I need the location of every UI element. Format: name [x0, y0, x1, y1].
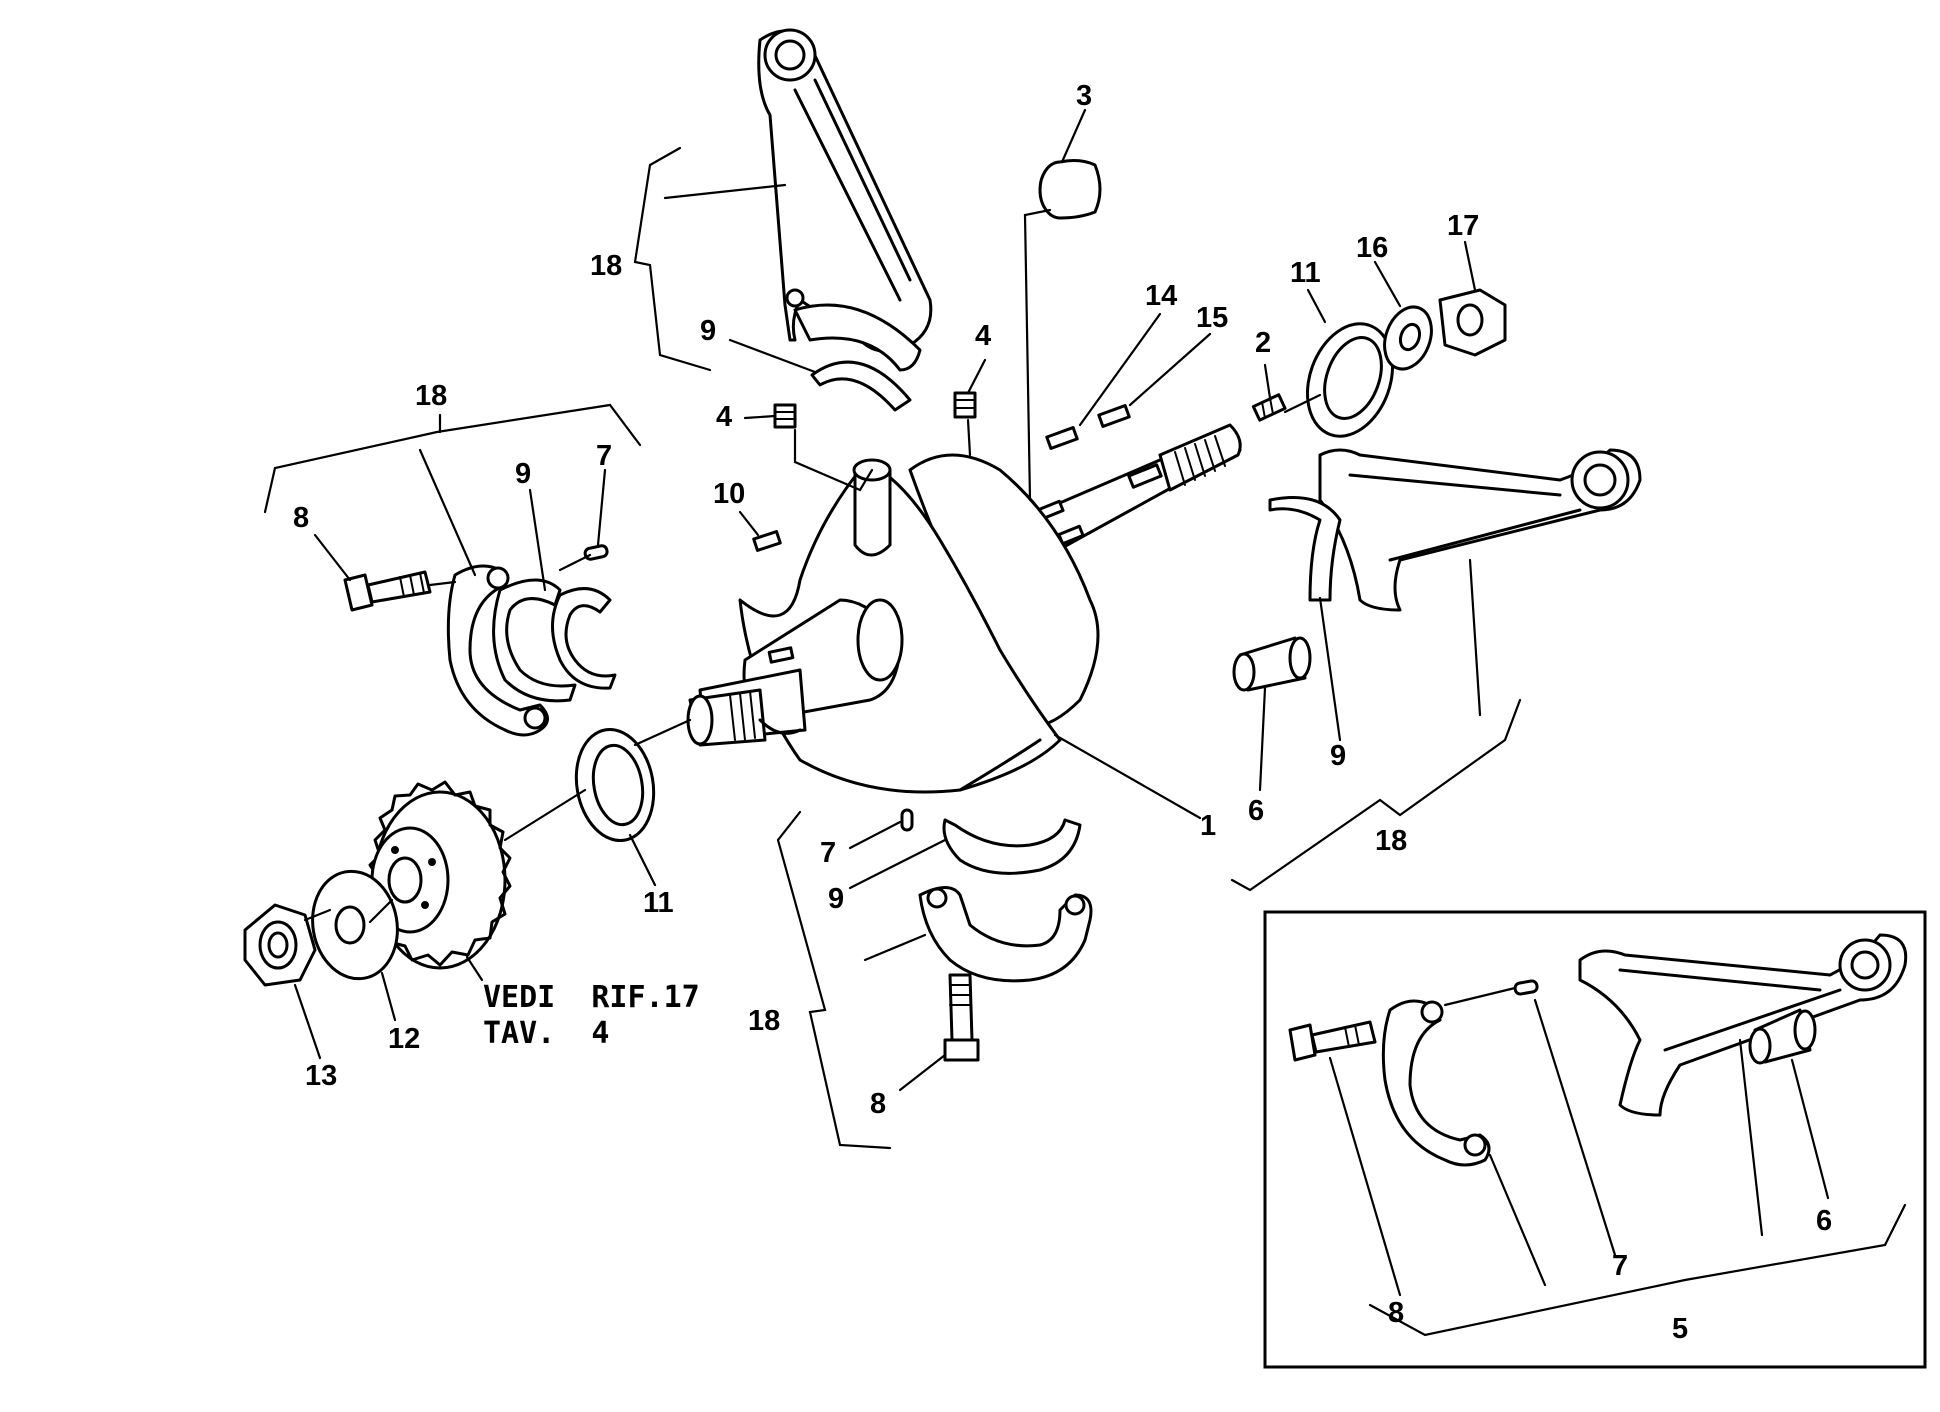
label-15: 15: [1196, 302, 1228, 334]
washer-11-right: [1305, 322, 1395, 438]
bolt-left: [343, 570, 432, 612]
label-8-left: 8: [293, 502, 309, 534]
vedi-note-line1: VEDI RIF.17: [483, 980, 700, 1015]
inset-frame: [1263, 910, 1927, 1369]
inset-dowel: [1513, 979, 1539, 996]
bearing-shell-left-a: [492, 578, 577, 703]
nut-17: [1438, 288, 1507, 357]
label-18-top: 18: [590, 250, 622, 282]
nut-13: [243, 903, 317, 987]
label-7-bottom: 7: [820, 837, 836, 869]
label-5-inset: 5: [1672, 1313, 1688, 1345]
label-3: 3: [1076, 80, 1092, 112]
label-13: 13: [305, 1060, 337, 1092]
label-6-inset: 6: [1816, 1205, 1832, 1237]
inset-bolt: [1288, 1020, 1377, 1062]
label-9-left: 9: [515, 458, 531, 490]
part-labels: 1 2 3 4 4 10 14 15 11 16 17 18 9 18 9 7 …: [293, 80, 1832, 1345]
inset-bush: [1748, 1008, 1817, 1065]
washer-11-left: [574, 727, 656, 843]
connecting-rod-top: [757, 28, 933, 372]
inset-connecting-rod: [1578, 933, 1908, 1117]
label-6-right: 6: [1248, 795, 1264, 827]
grub-screw-2: [1251, 393, 1287, 422]
inset-leaders: [1328, 986, 1907, 1337]
label-9-top: 9: [700, 315, 716, 347]
label-7-left: 7: [596, 440, 612, 472]
label-18-right: 18: [1375, 825, 1407, 857]
key-14: [1045, 426, 1079, 450]
washer-12: [311, 869, 399, 981]
plug-3: [1038, 159, 1102, 220]
washer-16: [1383, 305, 1433, 371]
label-16: 16: [1356, 232, 1388, 264]
label-18-left: 18: [415, 380, 447, 412]
label-12: 12: [388, 1023, 420, 1055]
bearing-shell-left-b: [551, 587, 617, 690]
key-15: [1097, 404, 1131, 428]
label-11-left: 11: [643, 887, 674, 919]
label-4-left: 4: [716, 401, 732, 433]
label-2: 2: [1255, 327, 1271, 359]
dowel-left: [583, 544, 609, 561]
label-8-bottom: 8: [870, 1088, 886, 1120]
label-7-inset: 7: [1612, 1250, 1628, 1282]
label-17: 17: [1447, 210, 1479, 242]
bearing-shell-top: [810, 360, 912, 412]
dowel-bottom: [900, 808, 914, 832]
label-9-right: 9: [1330, 740, 1346, 772]
vedi-note-line2: TAV. 4: [483, 1016, 609, 1051]
bearing-shell-bottom: [942, 818, 1082, 875]
bolt-bottom: [943, 973, 980, 1062]
rod-cap-left: [446, 564, 549, 737]
label-14: 14: [1145, 280, 1177, 312]
leader-lines: [263, 108, 1522, 1150]
grub-screw-4b: [953, 391, 977, 419]
label-9-bottom: 9: [828, 883, 844, 915]
crankshaft: [686, 423, 1242, 794]
timing-gear: [368, 780, 512, 970]
rod-cap-bottom: [918, 886, 1093, 983]
label-10: 10: [713, 478, 745, 510]
connecting-rod-right: [1318, 448, 1642, 612]
inset-rod-cap: [1381, 999, 1491, 1167]
label-18-bottom: 18: [748, 1005, 780, 1037]
label-11-right: 11: [1290, 257, 1321, 289]
grub-screw-4a: [773, 403, 797, 429]
bush-right: [1232, 636, 1312, 692]
label-4-right: 4: [975, 320, 991, 352]
label-8-inset: 8: [1388, 1297, 1404, 1329]
label-1: 1: [1200, 810, 1216, 842]
key-10: [752, 530, 782, 552]
bearing-shell-right: [1268, 496, 1342, 602]
